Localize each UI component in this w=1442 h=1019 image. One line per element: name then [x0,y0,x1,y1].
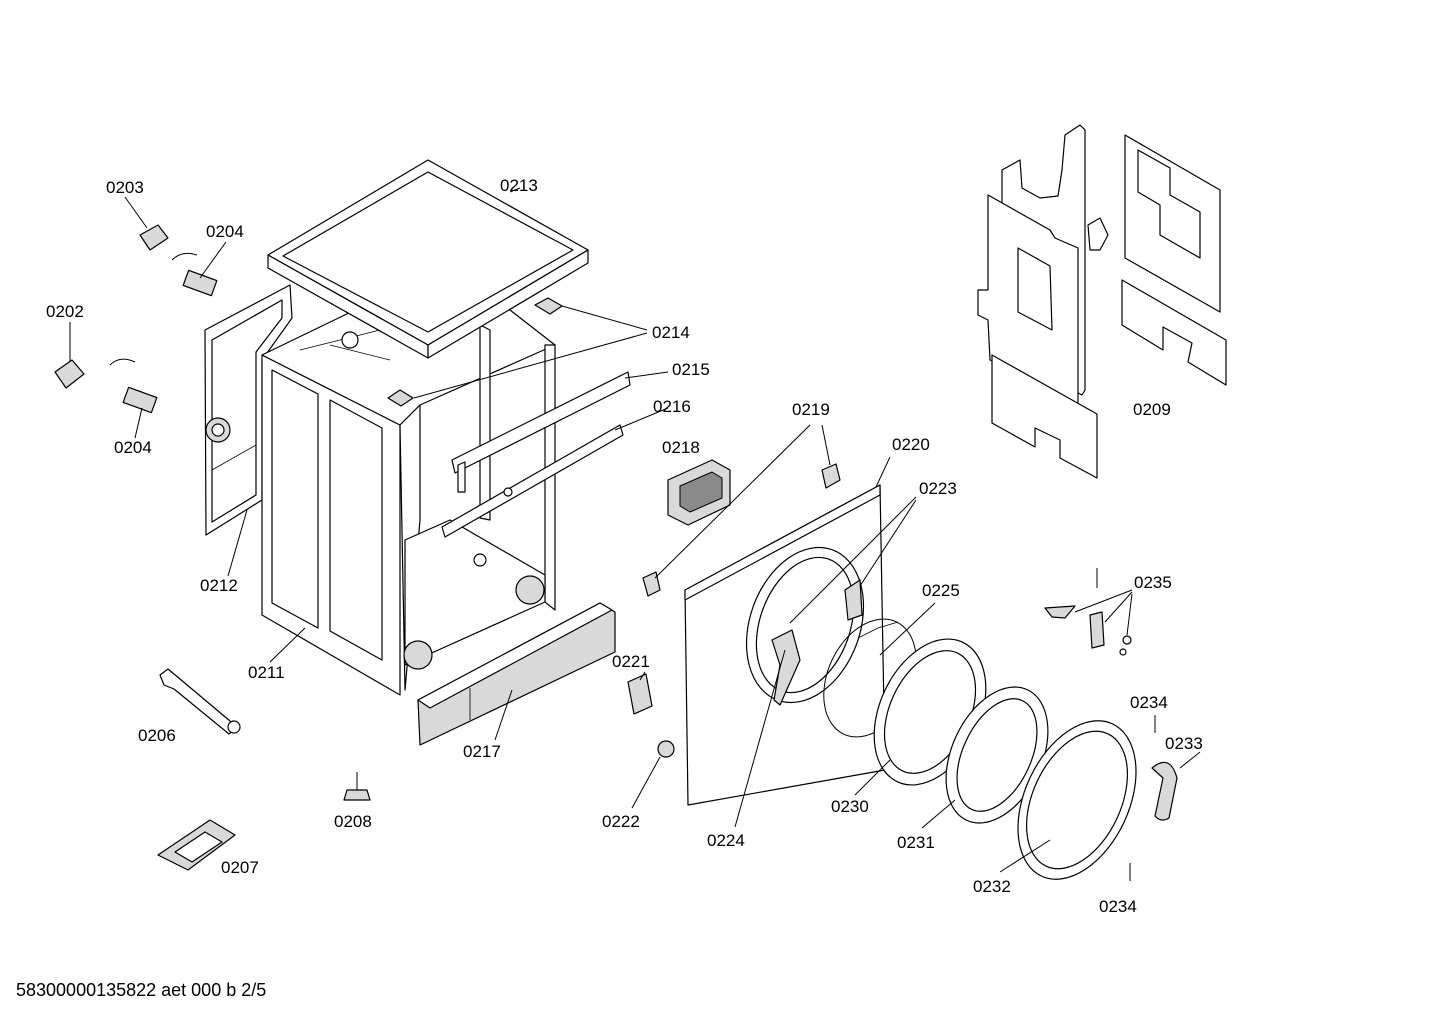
drawing-reference: 58300000135822 aet 000 b 2/5 [16,980,267,1000]
part-0211-cabinet [261,309,556,696]
label-0206: 0206 [138,726,176,745]
label-0203: 0203 [106,178,144,197]
part-0233-handle [1151,761,1178,821]
label-0234-upper: 0234 [1130,693,1168,712]
part-0204-hose-lower [109,358,158,414]
label-0208: 0208 [334,812,372,831]
part-0219-hinge-clip [642,463,841,597]
label-0211: 0211 [248,663,285,682]
label-0215: 0215 [672,360,710,379]
part-0221-clip [627,673,653,715]
label-0221: 0221 [612,652,650,671]
part-0203-clamp [139,224,169,251]
label-0220: 0220 [892,435,930,454]
part-0202-clamp [54,359,85,389]
part-0207-bracket [157,819,236,871]
label-0232: 0232 [973,877,1011,896]
label-0204-upper: 0204 [206,222,244,241]
label-0218: 0218 [662,438,700,457]
part-0216-rail [441,424,624,538]
label-0202: 0202 [46,302,84,321]
label-0204-lower: 0204 [114,438,152,457]
label-0225: 0225 [922,581,960,600]
part-0232-door-ring [1017,720,1137,880]
part-0222-button [657,740,675,758]
label-0223: 0223 [919,479,957,498]
label-0219: 0219 [792,400,830,419]
label-0217: 0217 [463,742,501,761]
label-0212: 0212 [200,576,238,595]
part-0208-foot [343,772,371,801]
label-0216: 0216 [653,397,691,416]
part-0215-rail [451,371,631,493]
label-0222: 0222 [602,812,640,831]
part-labels: 0203 0204 0202 0204 0213 0214 0215 0216 … [46,176,1203,916]
label-0235: 0235 [1134,573,1172,592]
label-0207: 0207 [221,858,259,877]
part-0209-insulation [977,124,1227,479]
part-0217-plinth [417,602,616,746]
part-0235-hinge-parts [1044,568,1132,656]
label-0233: 0233 [1165,734,1203,753]
part-0234-pins [1129,715,1156,881]
label-0213: 0213 [500,176,538,195]
part-0212-side-panel [204,284,293,536]
label-0234-lower: 0234 [1099,897,1137,916]
part-0204-hose-upper [171,252,218,297]
label-0214: 0214 [652,323,690,342]
part-0218-door-lock [667,459,731,526]
part-0213-top-cover [267,159,589,359]
part-0206-spanner [159,668,241,735]
part-0220-front-panel [684,484,886,806]
label-0209: 0209 [1133,400,1171,419]
part-0231-door-glass [945,686,1049,824]
leader-lines [69,187,1201,873]
label-0230: 0230 [831,797,869,816]
label-0231: 0231 [897,833,935,852]
label-0224: 0224 [707,831,745,850]
